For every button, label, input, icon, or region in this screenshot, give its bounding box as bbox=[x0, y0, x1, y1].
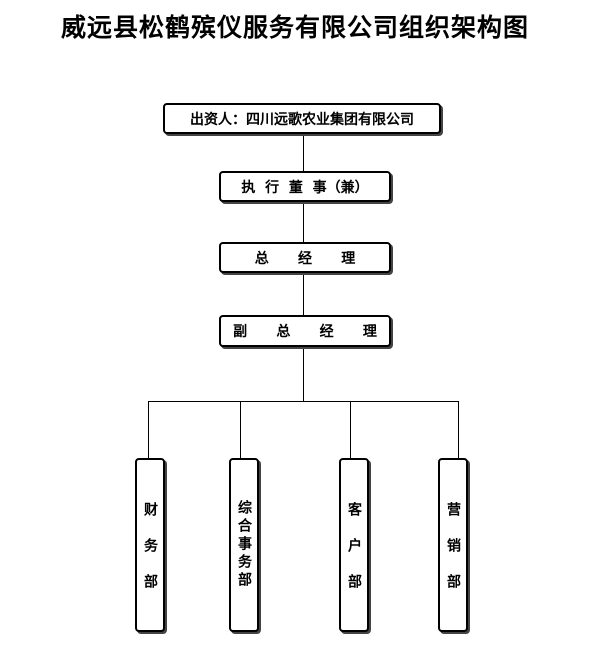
connector-line bbox=[303, 347, 304, 402]
branch-line bbox=[148, 401, 459, 402]
node-general-manager: 总 经 理 bbox=[219, 242, 391, 273]
node-investor: 出资人：四川远歌农业集团有限公司 bbox=[163, 103, 441, 134]
connector-line bbox=[303, 133, 304, 315]
drop-line bbox=[350, 401, 351, 458]
drop-line bbox=[148, 401, 149, 458]
node-deputy-general-manager: 副 总 经 理 bbox=[219, 315, 391, 347]
drop-line bbox=[458, 401, 459, 458]
chart-title: 威远县松鹤殡仪服务有限公司组织架构图 bbox=[60, 13, 529, 42]
node-marketing-dept: 营销部 bbox=[438, 458, 468, 632]
node-executive-director: 执 行 董 事（兼） bbox=[219, 171, 391, 202]
node-customer-dept: 客户部 bbox=[339, 458, 369, 632]
node-general-affairs-dept: 综合事务部 bbox=[229, 458, 259, 632]
node-finance-dept: 财务部 bbox=[135, 458, 165, 632]
drop-line bbox=[240, 401, 241, 458]
